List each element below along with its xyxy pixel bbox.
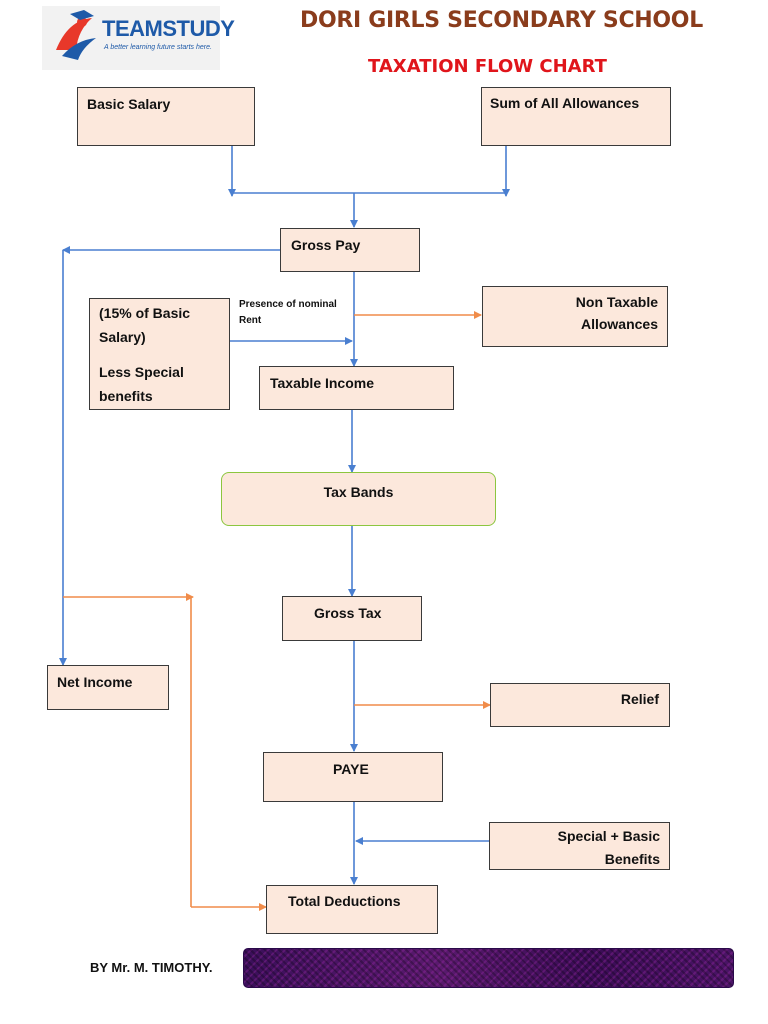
non-taxable-line-2: Allowances <box>580 316 658 332</box>
rent-note: Presence of nominal Rent <box>239 297 337 329</box>
gross-tax-label: Gross Tax <box>314 605 382 621</box>
author-credit: BY Mr. M. TIMOTHY. <box>90 960 213 975</box>
box-special-basic-benefits: Special + Basic Benefits <box>489 822 670 870</box>
special-line-1: Special + Basic <box>557 828 660 844</box>
box-tax-bands: Tax Bands <box>221 472 496 526</box>
basic-salary-label: Basic Salary <box>87 96 171 112</box>
box-non-taxable-allowances: Non Taxable Allowances <box>482 286 668 347</box>
box-relief: Relief <box>490 683 670 727</box>
paye-label: PAYE <box>333 761 369 777</box>
net-income-label: Net Income <box>57 674 133 690</box>
housing-line-2: Salary) <box>99 329 146 345</box>
allowances-label: Sum of All Allowances <box>490 95 640 111</box>
relief-label: Relief <box>620 691 659 707</box>
rent-note-line-1: Presence of nominal <box>239 299 337 310</box>
box-total-deductions: Total Deductions <box>266 885 438 934</box>
logo-tagline: A better learning future starts here. <box>104 44 212 51</box>
chart-title: TAXATION FLOW CHART <box>368 56 607 77</box>
special-line-2: Benefits <box>604 851 660 867</box>
taxable-income-label: Taxable Income <box>270 375 375 391</box>
housing-line-1: (15% of Basic <box>99 305 191 321</box>
teamstudy-logo: TEAMSTUDY A better learning future start… <box>42 6 235 70</box>
school-name: DORI GIRLS SECONDARY SCHOOL <box>300 8 703 33</box>
box-housing-benefit: (15% of Basic Salary) Less Special benef… <box>89 298 230 410</box>
box-gross-tax: Gross Tax <box>282 596 422 641</box>
total-deductions-label: Total Deductions <box>288 893 401 909</box>
rent-note-line-2: Rent <box>239 315 262 326</box>
gross-pay-label: Gross Pay <box>291 237 361 253</box>
box-taxable-income: Taxable Income <box>259 366 454 410</box>
housing-line-4: benefits <box>99 388 153 404</box>
box-allowances: Sum of All Allowances <box>481 87 671 146</box>
box-net-income: Net Income <box>47 665 169 710</box>
box-basic-salary: Basic Salary <box>77 87 255 146</box>
box-gross-pay: Gross Pay <box>280 228 420 272</box>
logo-figure-icon <box>56 10 96 60</box>
box-paye: PAYE <box>263 752 443 802</box>
non-taxable-line-1: Non Taxable <box>575 294 658 310</box>
footer-banner <box>243 948 734 988</box>
tax-bands-label: Tax Bands <box>323 484 394 500</box>
logo-text: TEAMSTUDY <box>102 16 235 41</box>
housing-line-3: Less Special <box>99 364 184 380</box>
